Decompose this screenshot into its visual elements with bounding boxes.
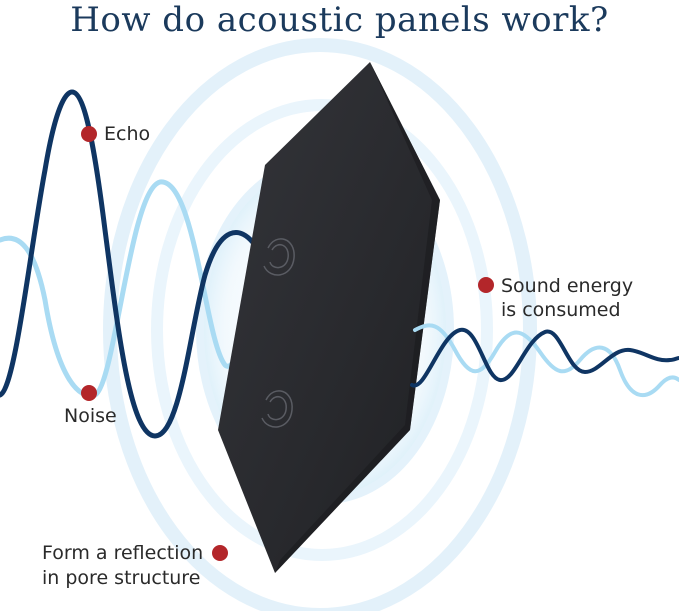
noise-marker-dot bbox=[81, 385, 97, 401]
sound-energy-label-line2: is consumed bbox=[501, 299, 621, 321]
pore-reflection-swirl-top bbox=[263, 238, 295, 276]
pore-reflection-swirl-bottom bbox=[261, 390, 293, 428]
noise-label: Noise bbox=[64, 405, 117, 427]
light-wave-outgoing bbox=[413, 323, 679, 397]
echo-label: Echo bbox=[104, 123, 151, 145]
hexagonal-acoustic-panel bbox=[218, 62, 440, 573]
page-title: How do acoustic panels work? bbox=[70, 0, 609, 40]
sound-energy-marker-dot bbox=[478, 277, 494, 293]
middle-halo bbox=[151, 99, 493, 561]
dark-wave-incoming bbox=[0, 89, 269, 439]
outer-halo bbox=[103, 38, 537, 611]
reflection-label-line1: Form a reflection bbox=[42, 542, 204, 564]
reflection-marker-dot bbox=[212, 545, 228, 561]
dark-wave-outgoing bbox=[410, 327, 679, 388]
sound-energy-label-line1: Sound energy bbox=[501, 275, 634, 297]
echo-marker-dot bbox=[81, 126, 97, 142]
reflection-label-line2: in pore structure bbox=[42, 567, 201, 589]
